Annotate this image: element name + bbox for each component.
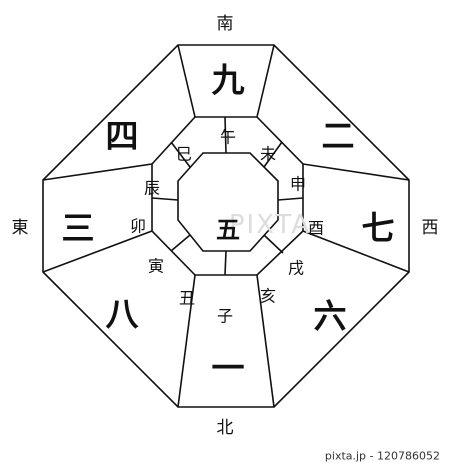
center-number: 五: [216, 216, 240, 244]
number-east: 三: [62, 209, 95, 248]
direction-north: 北: [217, 418, 234, 438]
center-octagon: [177, 152, 279, 252]
branch-yin: 寅: [148, 257, 164, 276]
branch-dividers: [151, 116, 304, 276]
branch-wei: 未: [260, 145, 276, 164]
direction-west: 西: [422, 218, 439, 238]
direction-east: 東: [12, 218, 29, 238]
branch-chen: 辰: [144, 179, 160, 198]
watermark-center: PIXTA: [229, 210, 311, 240]
direction-south: 南: [217, 14, 234, 34]
branch-wu: 午: [220, 128, 236, 147]
number-north: 一: [212, 349, 245, 388]
branch-xu: 戌: [288, 259, 304, 278]
sector-dividers: [42, 44, 410, 408]
number-southwest: 二: [322, 117, 355, 156]
branch-shen: 申: [290, 175, 306, 194]
watermark-footer: pixta.jp - 120786052: [325, 450, 440, 463]
branch-chou: 丑: [179, 289, 195, 308]
branch-you: 酉: [308, 219, 324, 238]
branch-hai: 亥: [260, 287, 276, 306]
number-northwest: 六: [314, 297, 347, 336]
branch-si: 巳: [176, 145, 192, 164]
number-northeast: 八: [106, 295, 140, 334]
number-southeast: 四: [106, 117, 139, 156]
branch-zi: 子: [217, 307, 233, 326]
number-south: 九: [212, 61, 245, 100]
branch-mao: 卯: [130, 217, 146, 236]
number-west: 七: [362, 209, 395, 248]
